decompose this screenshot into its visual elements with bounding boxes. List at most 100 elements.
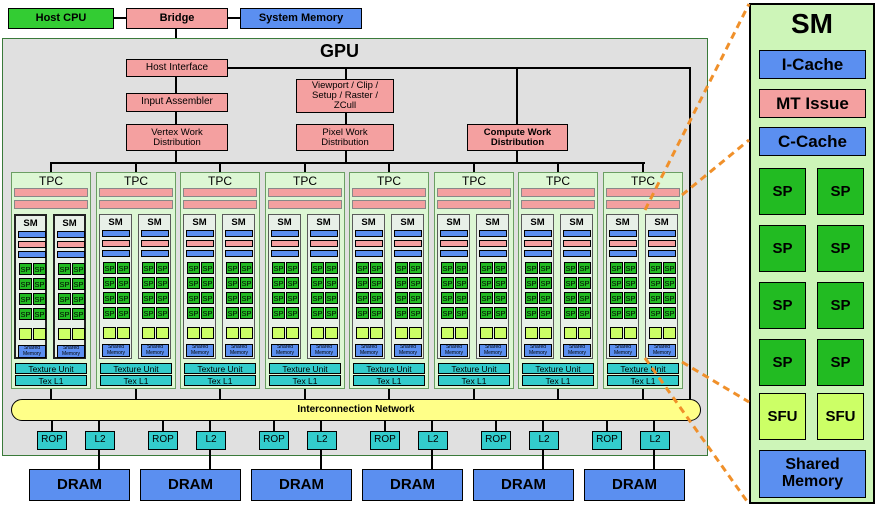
sm-label: SM — [569, 217, 584, 228]
sp-cell: SP — [409, 307, 422, 319]
tpc-interconnect-link — [304, 389, 306, 399]
sp-cell: SP — [395, 292, 408, 304]
texture-unit: Texture Unit — [269, 363, 341, 374]
sm-mt-issue-bar — [648, 240, 676, 247]
tex-l1: Tex L1 — [184, 375, 256, 386]
sp-cell: SP — [578, 262, 591, 274]
sp-cell: SP — [103, 262, 116, 274]
sfu-cell — [624, 327, 637, 339]
sp-cell: SP — [240, 292, 253, 304]
tpc-control-bar — [14, 200, 88, 209]
sp-cell: SP — [72, 293, 85, 305]
sp-cell: SP — [395, 307, 408, 319]
dram-box: DRAM — [251, 469, 352, 501]
sp-cell: SP — [156, 292, 169, 304]
input-assembler-box: Input Assembler — [126, 93, 228, 112]
sm-icache-bar — [479, 230, 507, 237]
sm-icache-bar — [57, 231, 85, 238]
sp-cell: SP — [610, 292, 623, 304]
sfu-cell — [272, 327, 285, 339]
callout-mid-top — [681, 138, 750, 197]
sp-cell: SP — [117, 277, 130, 289]
sm-ccache-bar — [563, 250, 591, 257]
sm-shared-memory: Shared Memory — [648, 344, 676, 357]
sp-cell: SP — [455, 277, 468, 289]
sm-ccache-bar — [310, 250, 338, 257]
sm-label: SM — [231, 217, 246, 228]
tpc-connector — [219, 162, 221, 172]
sm-shared-memory: Shared Memory — [18, 345, 46, 358]
sp-cell: SP — [142, 277, 155, 289]
tpc-control-bar — [183, 188, 257, 197]
sp-cell: SP — [33, 263, 46, 275]
l2-link — [431, 421, 433, 431]
sp-cell: SP — [663, 277, 676, 289]
sm-ccache-bar — [186, 250, 214, 257]
sp-cell: SP — [117, 292, 130, 304]
sm-ccache-bar — [524, 250, 552, 257]
sm-label: SM — [62, 218, 77, 229]
sm-shared-memory: Shared Memory — [524, 344, 552, 357]
sm-ccache-bar — [18, 251, 46, 258]
sfu-cell — [610, 327, 623, 339]
sp-cell: SP — [311, 277, 324, 289]
sp-cell: SP — [226, 307, 239, 319]
tpc-control-bar — [183, 200, 257, 209]
l2-box: L2 — [85, 431, 115, 450]
sp-cell: SP — [395, 277, 408, 289]
sm-ccache-bar — [355, 250, 383, 257]
l2-box: L2 — [307, 431, 337, 450]
sp-cell: SP — [272, 292, 285, 304]
sp-cell: SP — [578, 307, 591, 319]
sm-mt-issue-bar — [479, 240, 507, 247]
compute-drop — [516, 67, 518, 125]
sp-cell: SP — [142, 262, 155, 274]
l2-box: L2 — [196, 431, 226, 450]
rop-link — [384, 421, 386, 431]
sm-mt-issue-bar — [18, 241, 46, 248]
bridge-memory-link — [228, 17, 240, 19]
tpc-connector — [473, 162, 475, 172]
ia-vw-link — [175, 112, 177, 124]
sp-cell: SP — [311, 307, 324, 319]
vertex-work-distribution-box: Vertex Work Distribution — [126, 124, 228, 151]
sp-cell: SP — [564, 307, 577, 319]
sm-mt-issue-bar — [355, 240, 383, 247]
sfu-cell — [441, 327, 454, 339]
l2-link — [98, 421, 100, 431]
sp-cell: SP — [494, 307, 507, 319]
sp-cell: SP — [610, 277, 623, 289]
sm-icache-bar — [18, 231, 46, 238]
sfu-cell — [201, 327, 214, 339]
sp-cell: SP — [103, 292, 116, 304]
tpc-interconnect-link — [557, 389, 559, 399]
sm-label: SM — [361, 217, 376, 228]
sp-cell: SP — [325, 277, 338, 289]
sm-icache-bar — [394, 230, 422, 237]
sp-cell: SP — [187, 277, 200, 289]
tpc-label: TPC — [293, 174, 317, 188]
sp-cell: SP — [19, 293, 32, 305]
sp-cell: SP — [395, 262, 408, 274]
rop-box: ROP — [37, 431, 67, 450]
sp-cell: SP — [286, 277, 299, 289]
sm-shared-memory: Shared Memory — [310, 344, 338, 357]
sp-cell: SP — [103, 307, 116, 319]
sfu-cell — [480, 327, 493, 339]
sm-ccache-bar — [271, 250, 299, 257]
sfu-cell — [311, 327, 324, 339]
sfu-cell — [578, 327, 591, 339]
texture-unit: Texture Unit — [607, 363, 679, 374]
sp-cell: SP — [286, 292, 299, 304]
tpc-connector — [557, 162, 559, 172]
tpc-interconnect-link — [50, 389, 52, 399]
